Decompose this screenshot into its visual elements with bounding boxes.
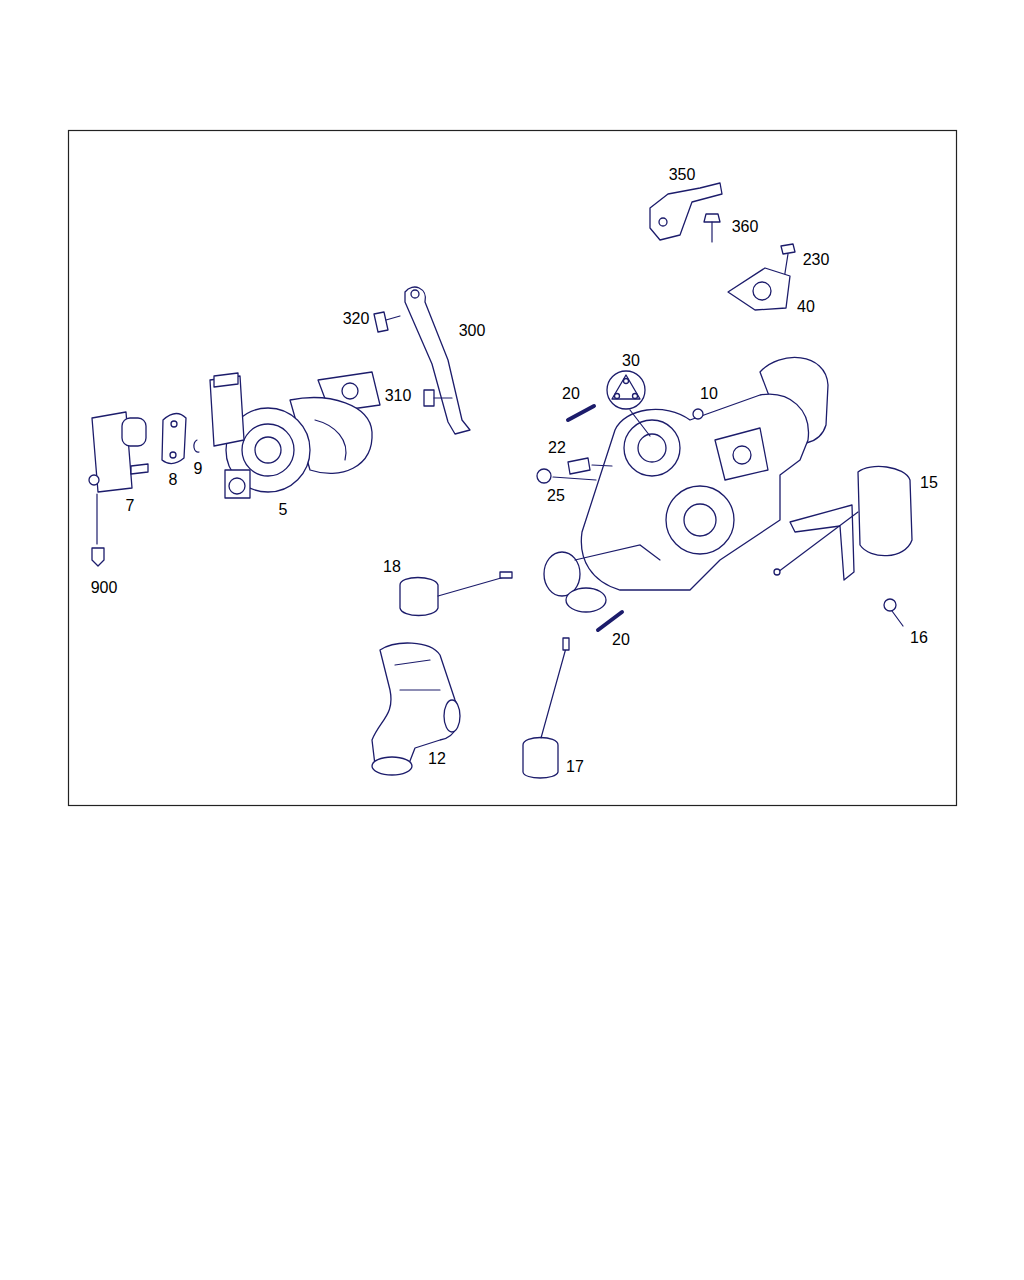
callout-number: 16 — [910, 629, 928, 647]
outlet-pipe — [544, 552, 580, 596]
turbine-wheel — [684, 504, 716, 536]
callout-number: 12 — [428, 750, 446, 768]
bolt-shaft — [711, 222, 712, 242]
bracket-hole — [659, 218, 667, 226]
callout-number: 20 — [612, 631, 630, 649]
actuator-canister — [400, 578, 438, 616]
callout-number: 310 — [385, 387, 412, 405]
turbine-housing — [666, 486, 734, 554]
bolt-head — [374, 312, 388, 332]
housing-detail — [315, 420, 346, 460]
outlet-ring — [566, 588, 606, 612]
callout-number: 15 — [920, 474, 938, 492]
callout-number: 300 — [459, 322, 486, 340]
bolt-shaft — [386, 316, 400, 320]
callout-number: 17 — [566, 758, 584, 776]
actuator-bracket — [790, 505, 854, 580]
frame — [69, 131, 957, 806]
bolt-shaft — [892, 611, 903, 626]
callout-number: 7 — [126, 497, 135, 515]
bolt-shaft — [434, 397, 452, 398]
callout-number: 900 — [91, 579, 118, 597]
callout-number: 320 — [343, 310, 370, 328]
callout-number: 22 — [548, 439, 566, 457]
clip — [568, 406, 594, 420]
actuator-rod — [778, 512, 858, 572]
link-plate — [162, 413, 186, 463]
callout-number: 18 — [383, 558, 401, 576]
hose-line — [575, 545, 660, 560]
actuator-plug — [89, 475, 99, 485]
plate-triangle — [612, 375, 640, 399]
callout-number: 30 — [622, 352, 640, 370]
assembly-flange — [715, 428, 768, 480]
bracket-hole — [411, 290, 419, 298]
callout-number: 230 — [803, 251, 830, 269]
compressor-housing — [624, 420, 680, 476]
bolt-head — [424, 390, 434, 406]
callout-number: 25 — [547, 487, 565, 505]
compressor-wheel — [255, 437, 281, 463]
turbo-assembly — [581, 394, 808, 590]
leader-line — [553, 477, 596, 480]
compressor-inlet — [242, 424, 294, 476]
intake-elbow — [372, 643, 459, 773]
actuator-rod — [541, 648, 566, 738]
flange-hole — [342, 383, 358, 399]
connector-symbol — [92, 548, 104, 566]
rod-end — [563, 638, 569, 650]
plate — [607, 371, 645, 409]
rod-end — [500, 572, 512, 578]
leader-line — [96, 494, 97, 544]
actuator-cap — [214, 373, 238, 387]
elbow-detail — [395, 660, 440, 690]
actuator-motor — [122, 418, 146, 446]
callout-number: 20 — [562, 385, 580, 403]
clip — [194, 440, 199, 452]
callout-number: 5 — [279, 501, 288, 519]
callout-number: 10 — [700, 385, 718, 403]
actuator-rod — [438, 576, 508, 596]
compressor-outlet — [225, 470, 250, 498]
plate-hole — [615, 394, 620, 399]
actuator-stub — [131, 464, 148, 474]
flange-hole — [733, 446, 751, 464]
callout-number: 40 — [797, 298, 815, 316]
bolt-head — [884, 599, 896, 611]
leader-line — [592, 465, 612, 466]
bolt-head — [704, 214, 720, 222]
seal-ring — [537, 469, 551, 483]
gasket-hole — [753, 282, 771, 300]
plate-hole — [633, 394, 638, 399]
actuator-canister — [523, 738, 558, 779]
bracket — [650, 183, 722, 240]
elbow-ring — [444, 700, 460, 732]
compressor-inlet — [638, 434, 666, 462]
callout-number: 8 — [169, 471, 178, 489]
fitting — [568, 458, 590, 474]
bolt-head — [781, 244, 795, 254]
callout-number: 360 — [732, 218, 759, 236]
link-hole — [170, 452, 176, 458]
stud — [693, 409, 703, 419]
actuator-canister — [858, 466, 912, 555]
plate-hole — [624, 379, 629, 384]
link-hole — [171, 421, 177, 427]
callout-number: 350 — [669, 166, 696, 184]
bracket — [405, 287, 470, 434]
leader-line — [630, 410, 650, 436]
callout-number: 9 — [194, 460, 203, 478]
outlet-port — [229, 478, 245, 494]
gasket — [728, 268, 790, 310]
rod-end — [774, 569, 780, 575]
elbow-ring — [372, 757, 412, 775]
clip — [598, 612, 622, 630]
